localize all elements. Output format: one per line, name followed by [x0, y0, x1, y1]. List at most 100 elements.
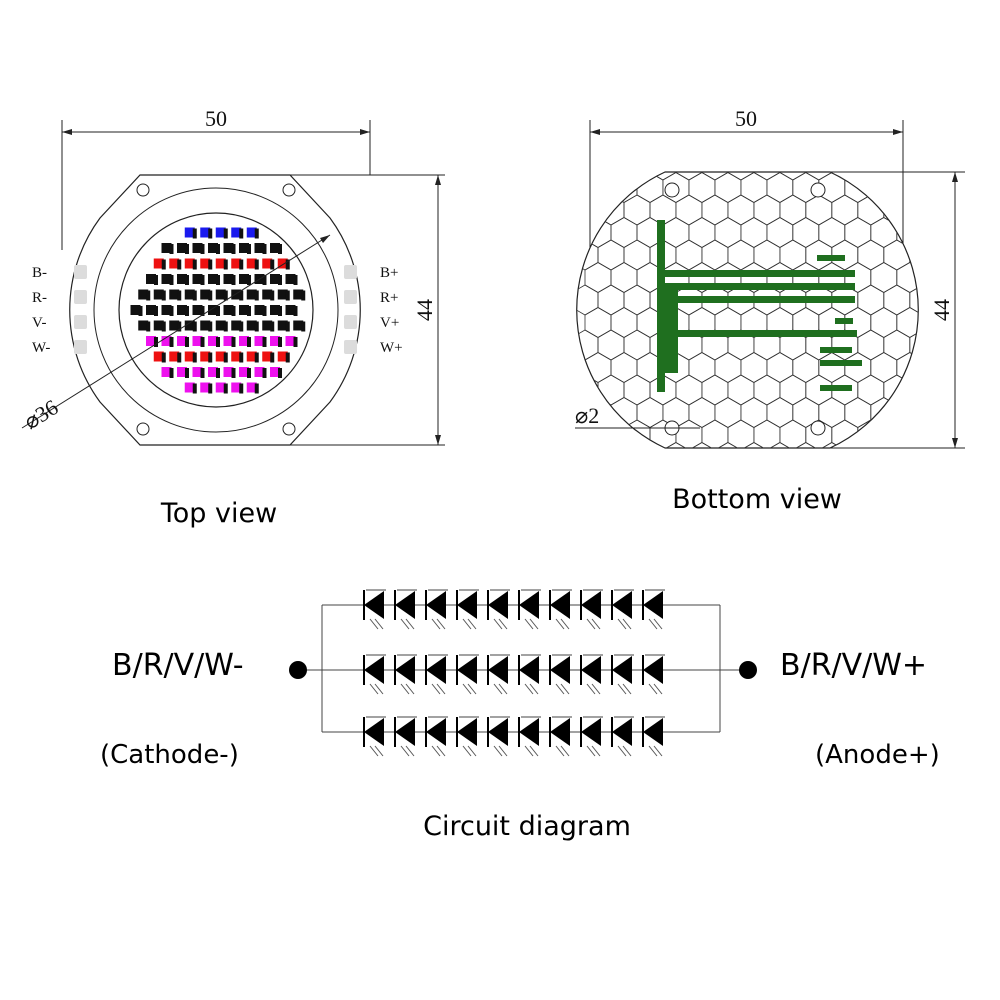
led-chip — [192, 367, 203, 377]
honeycomb-cell — [910, 555, 936, 585]
led-chip — [200, 382, 211, 393]
honeycomb-cell — [896, 172, 919, 203]
led-chip — [184, 258, 195, 269]
led-diode-symbol — [425, 716, 448, 757]
honeycomb-cell — [923, 353, 949, 383]
led-chip-shadow — [208, 259, 213, 270]
led-chip — [161, 243, 172, 253]
led-chip — [246, 382, 257, 393]
honeycomb-cell — [689, 623, 715, 653]
led-chip-shadow — [254, 290, 259, 301]
honeycomb-cell — [883, 419, 911, 448]
led-chip-shadow — [278, 244, 282, 254]
led-chip — [161, 367, 172, 377]
led-chip-shadow — [169, 368, 174, 378]
led-chip — [177, 305, 187, 315]
led-chip — [161, 274, 172, 284]
honeycomb-cell — [689, 578, 715, 608]
led-diode-symbol — [642, 716, 665, 757]
honeycomb-cell — [740, 442, 768, 448]
led-chip — [254, 305, 265, 315]
led-chip-shadow — [247, 368, 251, 378]
led-chip — [200, 289, 211, 300]
led-chip-shadow — [223, 321, 228, 332]
led-chip-shadow — [177, 290, 182, 301]
led-chip — [270, 367, 280, 377]
honeycomb-cell — [832, 555, 858, 585]
honeycomb-cell — [884, 510, 910, 540]
anode-terminal-dot — [739, 661, 757, 679]
top-mount-hole-bl — [136, 422, 150, 436]
top-right-pads — [344, 265, 357, 354]
led-chip — [146, 274, 156, 284]
led-chip — [184, 320, 195, 331]
honeycomb-cell — [598, 465, 624, 495]
led-chip-shadow — [247, 337, 251, 347]
honeycomb-cell — [637, 488, 663, 518]
anode-label: B/R/V/W+ — [780, 648, 927, 683]
led-chip-shadow — [254, 352, 259, 363]
circuit-diodes — [363, 589, 665, 757]
honeycomb-cell — [923, 173, 949, 203]
pin-label-w-plus: W+ — [380, 340, 403, 356]
led-chip — [215, 227, 226, 238]
led-chip-shadow — [270, 290, 275, 301]
led-chip — [277, 351, 288, 362]
led-chip-shadow — [278, 306, 282, 316]
bottom-traces — [657, 220, 862, 392]
led-chip — [208, 274, 218, 284]
bottom-view-caption: Bottom view — [672, 484, 842, 515]
led-chip — [200, 320, 211, 331]
led-chip-shadow — [270, 321, 275, 332]
led-chip-shadow — [177, 259, 182, 270]
honeycomb-cell — [871, 578, 897, 608]
led-chip-shadow — [154, 275, 158, 285]
led-chip — [231, 320, 242, 331]
led-chip-shadow — [154, 306, 158, 316]
led-chip-shadow — [239, 228, 244, 239]
led-chip-shadow — [192, 290, 197, 301]
led-diode-symbol — [394, 654, 417, 695]
led-chip-shadow — [301, 290, 306, 301]
top-mount-hole-tr — [282, 183, 296, 197]
led-chip-shadow — [169, 306, 174, 316]
led-chip — [285, 305, 296, 315]
led-chip-shadow — [192, 352, 197, 363]
led-chip — [270, 336, 280, 346]
honeycomb-cell — [584, 442, 612, 448]
honeycomb-cell — [858, 600, 884, 630]
led-chip-shadow — [185, 337, 189, 347]
led-chip — [146, 305, 156, 315]
led-chip — [169, 258, 180, 269]
led-chip — [239, 243, 249, 253]
led-chip — [254, 336, 265, 346]
cathode-label: B/R/V/W- — [112, 648, 244, 683]
led-diode-symbol — [456, 716, 479, 757]
anode-sublabel: (Anode+) — [815, 740, 940, 770]
led-chip — [153, 289, 164, 300]
honeycomb-cell — [741, 578, 767, 608]
honeycomb-cell — [715, 533, 741, 563]
honeycomb-cell — [624, 465, 650, 495]
led-chip-shadow — [192, 259, 197, 270]
led-chip — [192, 274, 203, 284]
led-chip-shadow — [185, 244, 189, 254]
led-chip-shadow — [200, 244, 205, 254]
honeycomb-cell — [584, 172, 612, 203]
led-chip — [231, 227, 242, 238]
led-chip — [192, 336, 203, 346]
led-chip — [246, 227, 257, 238]
led-chip-shadow — [208, 321, 213, 332]
honeycomb-cell — [663, 578, 689, 608]
led-diode-symbol — [363, 589, 386, 630]
honeycomb-cell — [623, 172, 651, 181]
honeycomb-cell — [598, 555, 624, 585]
led-chip — [270, 243, 280, 253]
honeycomb-cell — [585, 488, 611, 518]
led-chip — [246, 289, 257, 300]
honeycomb-cell — [637, 533, 663, 563]
bottom-mount-hole-tr — [810, 182, 826, 198]
led-chip — [177, 336, 187, 346]
honeycomb-cell — [819, 578, 845, 608]
top-left-pads — [74, 265, 87, 354]
